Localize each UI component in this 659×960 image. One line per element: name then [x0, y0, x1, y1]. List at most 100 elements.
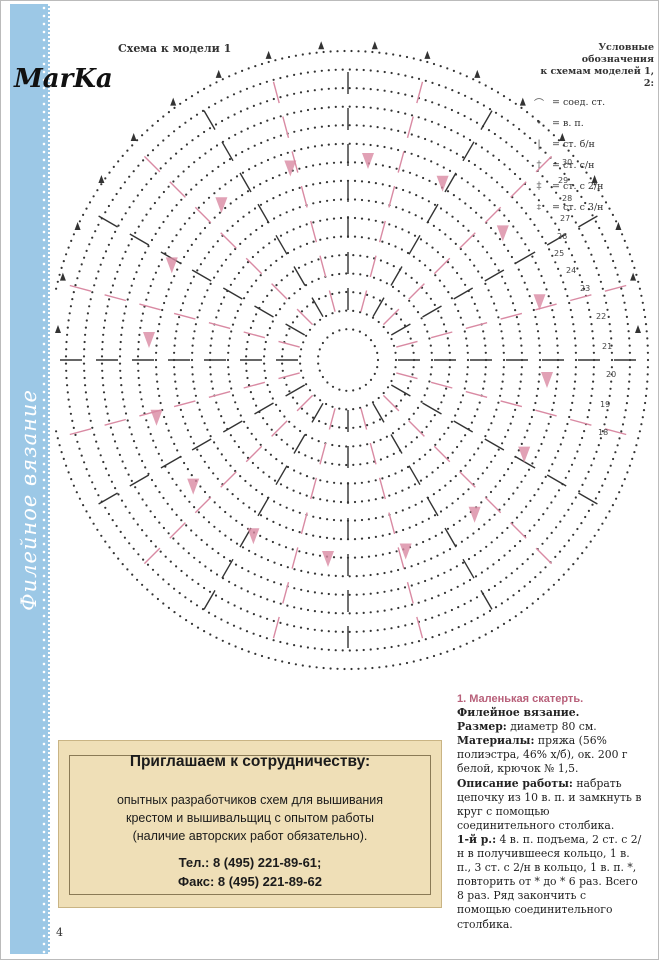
- chain-dot: [285, 334, 288, 337]
- chain-dot: [312, 515, 315, 518]
- chain-dot: [280, 563, 283, 567]
- chain-dot: [317, 277, 320, 280]
- chain-dot: [475, 121, 479, 124]
- stitch-mark: [173, 312, 196, 320]
- chain-dot: [159, 401, 162, 405]
- chain-dot: [424, 453, 427, 456]
- chain-dot: [156, 337, 159, 340]
- chain-dot: [253, 207, 257, 210]
- chain-dot: [292, 489, 295, 492]
- chain-dot: [261, 224, 264, 227]
- chain-dot: [506, 190, 509, 194]
- chain-dot: [306, 627, 309, 630]
- chain-dot: [528, 422, 531, 425]
- chain-dot: [117, 493, 120, 496]
- stitch-mark: [169, 522, 186, 539]
- chain-dot: [468, 459, 472, 462]
- chain-dot: [490, 460, 493, 463]
- chain-dot: [300, 369, 303, 372]
- chain-dot: [604, 477, 607, 481]
- chain-dot: [233, 277, 236, 280]
- chain-dot: [392, 664, 395, 667]
- chain-dot: [82, 362, 86, 365]
- chain-dot: [285, 526, 288, 529]
- chain-dot: [299, 626, 303, 629]
- chain-dot: [246, 426, 249, 429]
- chain-dot: [293, 606, 296, 609]
- chain-dot: [357, 667, 360, 670]
- chain-dot: [246, 261, 250, 264]
- chain-dot: [429, 269, 432, 272]
- chain-dot: [528, 188, 531, 191]
- chain-dot: [146, 563, 150, 566]
- chain-dot: [423, 394, 426, 397]
- chain-dot: [341, 575, 344, 578]
- chain-dot: [394, 245, 397, 248]
- chain-dot: [177, 175, 180, 178]
- chain-dot: [486, 150, 489, 153]
- chain-dot: [136, 194, 139, 197]
- chain-dot: [452, 523, 455, 526]
- chain-dot: [259, 274, 262, 277]
- chain-dot: [374, 163, 378, 166]
- chain-dot: [353, 179, 357, 182]
- chain-dot: [175, 234, 178, 237]
- chain-dot: [500, 602, 503, 605]
- chain-dot: [567, 508, 570, 511]
- chain-dot: [286, 274, 289, 277]
- chain-dot: [507, 249, 510, 252]
- chain-dot: [190, 95, 194, 98]
- chain-dot: [292, 228, 295, 231]
- chain-dot: [343, 49, 346, 53]
- chain-dot: [410, 441, 413, 444]
- chain-dot: [488, 108, 492, 111]
- chain-dot: [477, 270, 480, 273]
- chain-dot: [348, 649, 351, 652]
- chain-dot: [60, 451, 63, 454]
- chain-dot: [490, 257, 493, 260]
- chain-dot: [83, 461, 86, 464]
- chain-dot: [64, 355, 68, 358]
- chain-dot: [552, 134, 555, 137]
- chain-dot: [513, 544, 517, 548]
- chain-dot: [273, 238, 277, 241]
- chain-dot: [200, 302, 203, 305]
- chain-dot: [494, 454, 497, 457]
- chain-dot: [319, 318, 322, 321]
- stitch-mark: [515, 251, 536, 264]
- chain-dot: [137, 553, 140, 556]
- chain-dot: [293, 568, 296, 571]
- chain-dot: [117, 557, 120, 560]
- chain-dot: [490, 176, 493, 179]
- chain-dot: [360, 217, 364, 220]
- chain-dot: [174, 337, 177, 340]
- chain-dot: [311, 416, 315, 419]
- chain-dot: [246, 590, 249, 593]
- stitch-mark: [271, 420, 288, 437]
- chain-dot: [552, 401, 555, 404]
- chain-dot: [546, 180, 549, 183]
- chain-dot: [438, 279, 441, 282]
- chain-dot: [320, 648, 323, 651]
- chain-dot: [366, 255, 369, 258]
- chain-dot: [154, 446, 157, 449]
- chain-dot: [451, 451, 454, 454]
- chain-dot: [381, 496, 384, 499]
- chain-dot: [367, 237, 370, 240]
- chain-dot: [502, 351, 505, 354]
- chain-dot: [154, 271, 157, 274]
- chain-dot: [362, 87, 365, 90]
- chain-dot: [367, 536, 371, 539]
- legend-item: ‡ = ст. с 2/н: [530, 177, 654, 195]
- chain-dot: [366, 462, 369, 465]
- stitch-mark: [328, 290, 336, 312]
- chain-dot: [518, 589, 521, 593]
- chain-dot: [291, 270, 295, 273]
- chain-dot: [390, 109, 393, 112]
- chain-dot: [480, 441, 483, 444]
- stitch-mark: [369, 255, 377, 278]
- chain-dot: [631, 457, 634, 460]
- chain-dot: [472, 78, 475, 81]
- chain-dot: [241, 546, 245, 549]
- shell-wedge: [541, 372, 553, 388]
